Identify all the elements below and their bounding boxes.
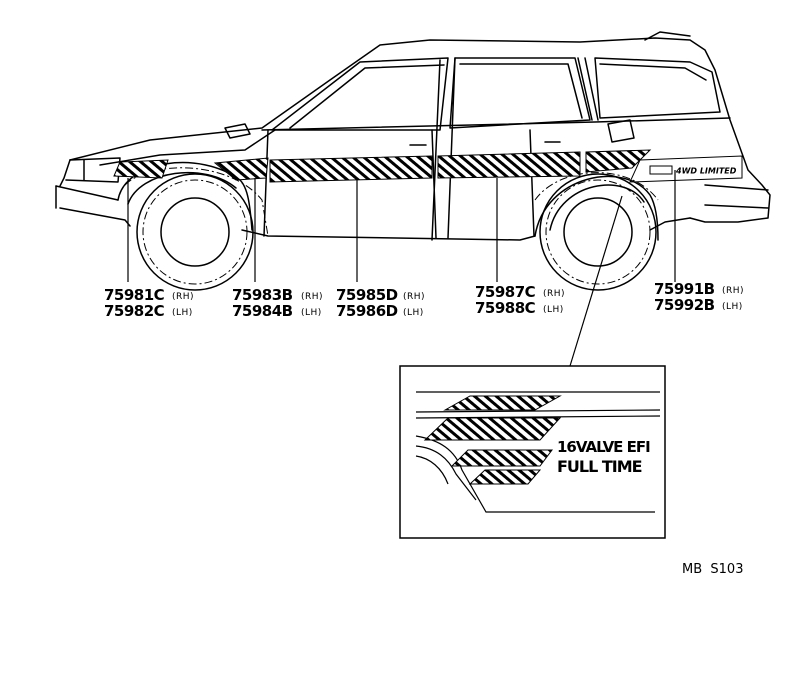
stripe-rear-door — [437, 151, 581, 179]
part-label-75981c: 75981C (RH) 75982C (LH) — [104, 286, 194, 320]
stripe-door-fwd — [213, 157, 269, 181]
side-rh: (RH) — [403, 292, 425, 302]
front-wheel — [136, 173, 254, 291]
station-wagon-outline — [55, 31, 771, 241]
part-label-75991b: 75991B (RH) 75992B (LH) — [654, 280, 744, 314]
side-rh: (RH) — [722, 286, 744, 296]
part-label-75987c: 75987C (RH) 75988C (LH) — [475, 283, 565, 317]
side-lh: (LH) — [172, 308, 193, 318]
part-number-lh: 75984B — [232, 302, 293, 320]
part-number-lh: 75992B — [654, 296, 715, 314]
rear-wheel — [539, 173, 657, 291]
emblem-text: 4WD LIMITED — [675, 167, 737, 176]
part-number-rh: 75983B — [232, 286, 293, 304]
side-lh: (LH) — [543, 305, 564, 315]
part-number-rh: 75991B — [654, 280, 715, 298]
part-number-lh: 75986D — [336, 302, 398, 320]
stripe-fender-front — [113, 159, 169, 179]
part-number-rh: 75985D — [336, 286, 398, 304]
wheel-arch-lines — [124, 167, 659, 237]
stripe-front-door — [269, 155, 433, 183]
emblem: 4WD LIMITED — [649, 165, 737, 176]
part-number-lh: 75988C — [475, 299, 536, 317]
stripe-decals — [113, 149, 743, 183]
diagram-reference-code: MB S103 — [682, 562, 743, 577]
part-number-rh: 75987C — [475, 283, 536, 301]
detail-badge-line2: FULL TIME — [557, 457, 642, 476]
side-lh: (LH) — [722, 302, 743, 312]
side-rh: (RH) — [172, 292, 194, 302]
side-rh: (RH) — [301, 292, 323, 302]
part-number-lh: 75982C — [104, 302, 165, 320]
side-lh: (LH) — [301, 308, 322, 318]
part-label-75985d: 75985D (RH) 75986D (LH) — [336, 286, 425, 320]
part-label-75983b: 75983B (RH) 75984B (LH) — [232, 286, 323, 320]
stripe-quarter — [585, 149, 652, 173]
detail-badge-line1: 16VALVE EFI — [557, 438, 650, 456]
leader-lines — [127, 170, 676, 367]
side-rh: (RH) — [543, 289, 565, 299]
part-number-rh: 75981C — [104, 286, 165, 304]
detail-inset: 16VALVE EFI FULL TIME — [399, 365, 666, 539]
detail-stripes — [423, 395, 562, 485]
side-lh: (LH) — [403, 308, 424, 318]
stripe-quarter-tail — [629, 155, 743, 183]
